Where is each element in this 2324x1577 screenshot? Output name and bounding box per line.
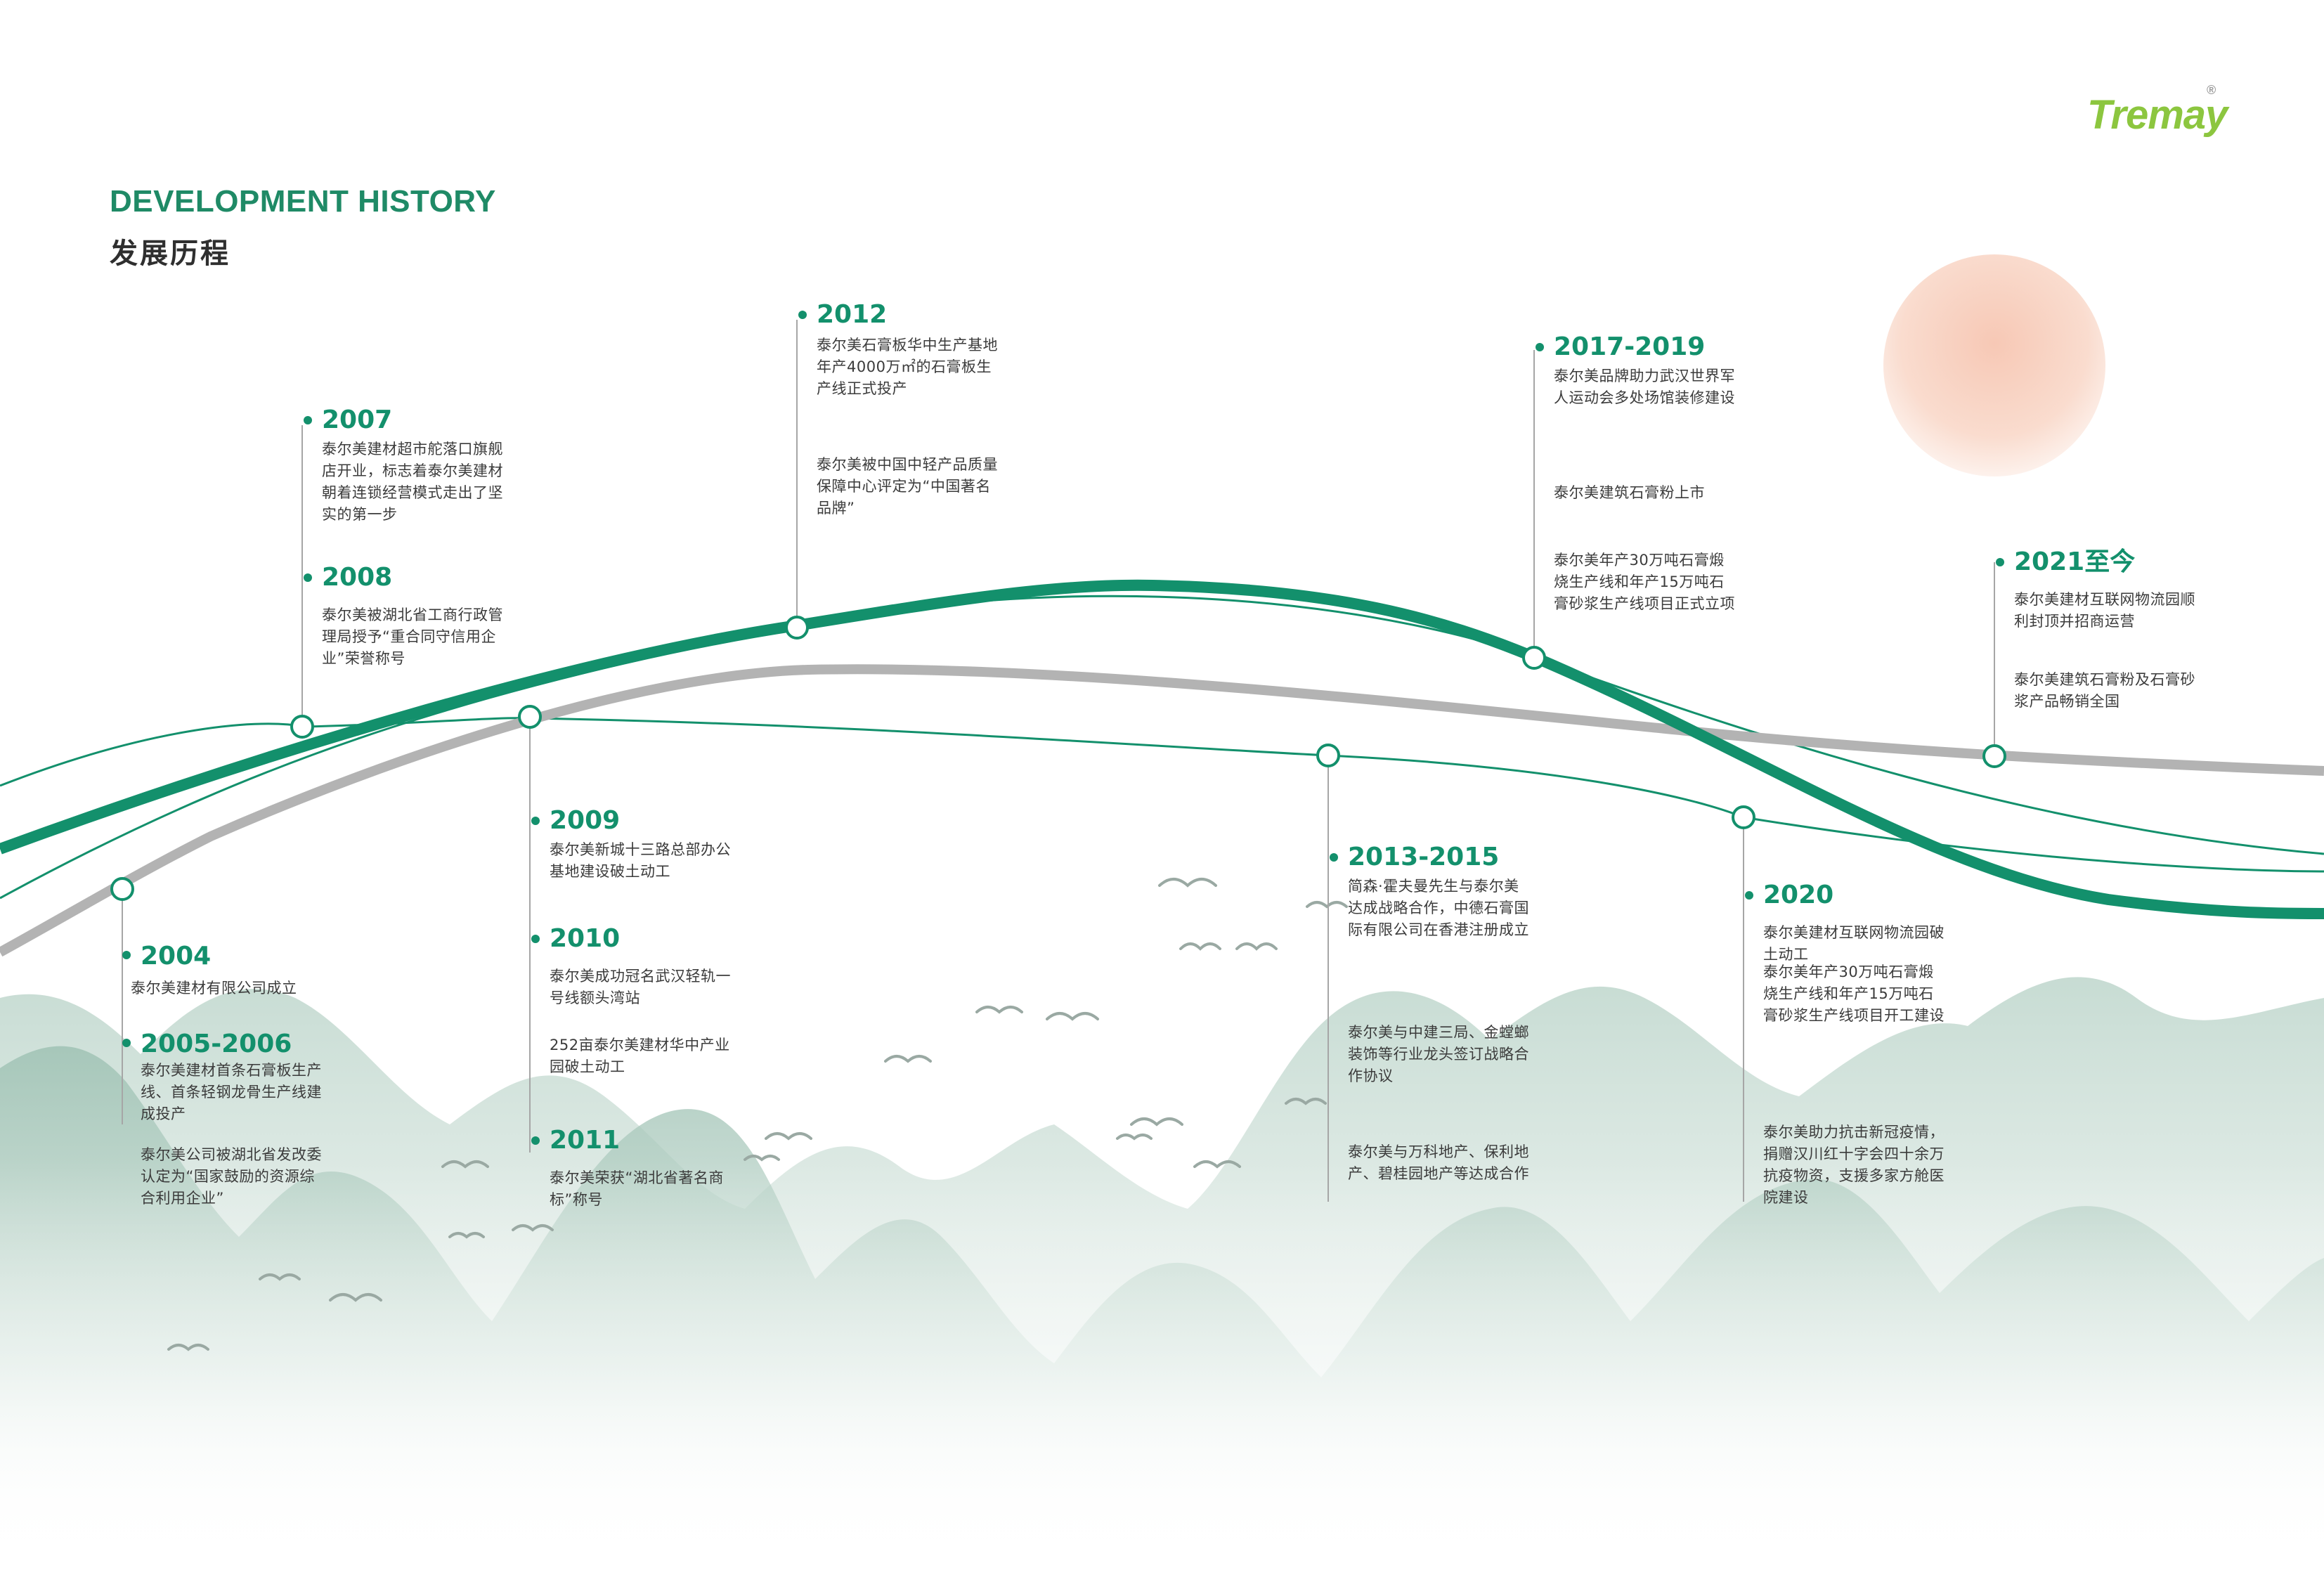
- event-year: 2013-2015: [1348, 843, 1500, 871]
- birds-decoration: [167, 878, 1348, 1351]
- event-text: 泰尔美与中建三局、金螳螂装饰等行业龙头签订战略合作协议: [1348, 1024, 1529, 1084]
- event-year: 2009: [550, 806, 621, 835]
- event-year: 2020: [1763, 881, 1834, 909]
- sun-decoration: [1883, 254, 2105, 476]
- event-bullet: [304, 416, 312, 424]
- event-text: 泰尔美助力抗击新冠疫情，捐赠汉川红十字会四十余万抗疫物资，支援多家方舱医院建设: [1763, 1124, 1945, 1206]
- event-bullet: [531, 817, 540, 825]
- event-text: 泰尔美新城十三路总部办公基地建设破土动工: [550, 841, 731, 880]
- node-2012: [785, 616, 809, 640]
- event-text: 泰尔美建材首条石膏板生产线、首条轻钢龙骨生产线建成投产: [141, 1062, 322, 1122]
- event-bullet: [531, 935, 540, 943]
- event-text: 泰尔美建材有限公司成立: [131, 980, 297, 997]
- event-bullet: [1330, 853, 1338, 862]
- event-text: 泰尔美被中国中轻产品质量保障中心评定为“中国著名品牌”: [817, 456, 998, 517]
- event-text: 泰尔美公司被湖北省发改委认定为“国家鼓励的资源综合利用企业”: [141, 1146, 322, 1207]
- event-year: 2011: [550, 1126, 621, 1155]
- node-2004: [110, 877, 134, 901]
- event-bullet: [122, 1039, 131, 1047]
- node-2009: [518, 705, 542, 729]
- node-2020: [1732, 805, 1755, 829]
- event-year: 2005-2006: [141, 1030, 292, 1058]
- event-text: 252亩泰尔美建材华中产业园破土动工: [550, 1037, 730, 1075]
- logo-wordmark: Tremay: [2087, 92, 2228, 138]
- node-2007: [290, 715, 314, 739]
- registered-mark: ®: [2207, 83, 2216, 97]
- event-bullet: [122, 951, 131, 959]
- timeline-nodes: [110, 616, 2006, 901]
- event-year: 2007: [322, 405, 393, 434]
- event-bullet: [304, 573, 312, 582]
- event-text: 泰尔美建材超市舵落口旗舰店开业，标志着泰尔美建材朝着连锁经营模式走出了坚实的第一…: [322, 441, 503, 523]
- mist-overlay: [0, 1160, 2324, 1577]
- event-text: 泰尔美建筑石膏粉上市: [1554, 484, 1705, 501]
- event-text: 泰尔美品牌助力武汉世界军人运动会多处场馆装修建设: [1554, 368, 1735, 406]
- node-2013: [1316, 744, 1340, 767]
- timeline-connectors: [122, 320, 1995, 1202]
- event-bullet: [798, 311, 807, 319]
- event-text: 泰尔美年产30万吨石膏煅烧生产线和年产15万吨石膏砂浆生产线项目正式立项: [1554, 552, 1735, 612]
- node-2021: [1982, 744, 2006, 768]
- event-year: 2021至今: [2014, 547, 2136, 576]
- event-text: 泰尔美建材互联网物流园破土动工: [1763, 924, 1945, 963]
- event-text: 泰尔美年产30万吨石膏煅烧生产线和年产15万吨石膏砂浆生产线项目开工建设: [1763, 963, 1945, 1024]
- event-bullet: [1745, 891, 1753, 900]
- event-text: 泰尔美成功冠名武汉轻轨一号线额头湾站: [550, 968, 731, 1006]
- timeline-curve-main: [0, 579, 2324, 919]
- event-bullet: [1536, 343, 1544, 351]
- tremay-logo: Tremay ®: [2087, 83, 2228, 138]
- event-text: 泰尔美被湖北省工商行政管理局授予“重合同守信用企业”荣誉称号: [322, 606, 503, 667]
- timeline-curve-gray: [0, 664, 2324, 957]
- event-text: 泰尔美建材互联网物流园顺利封顶并招商运营: [2014, 591, 2195, 630]
- event-text: 泰尔美建筑石膏粉及石膏砂浆产品畅销全国: [2014, 671, 2195, 710]
- event-text: 泰尔美荣获“湖北省著名商标”称号: [550, 1169, 724, 1208]
- page-title-english: DEVELOPMENT HISTORY: [110, 184, 496, 219]
- node-2017: [1522, 646, 1546, 670]
- event-text: 泰尔美石膏板华中生产基地年产4000万㎡的石膏板生产线正式投产: [817, 337, 998, 397]
- page-title-chinese: 发展历程: [110, 238, 231, 270]
- event-text: 简森·霍夫曼先生与泰尔美达成战略合作，中德石膏国际有限公司在香港注册成立: [1348, 878, 1529, 938]
- event-year: 2010: [550, 924, 621, 953]
- event-year: 2004: [141, 942, 212, 971]
- event-text: 泰尔美与万科地产、保利地产、碧桂园地产等达成合作: [1348, 1143, 1529, 1182]
- event-bullet: [531, 1136, 540, 1145]
- event-year: 2008: [322, 563, 393, 592]
- event-bullet: [1996, 558, 2004, 566]
- timeline-curve-thin-2: [0, 595, 2324, 900]
- event-year: 2012: [817, 300, 888, 329]
- event-year: 2017-2019: [1554, 332, 1706, 361]
